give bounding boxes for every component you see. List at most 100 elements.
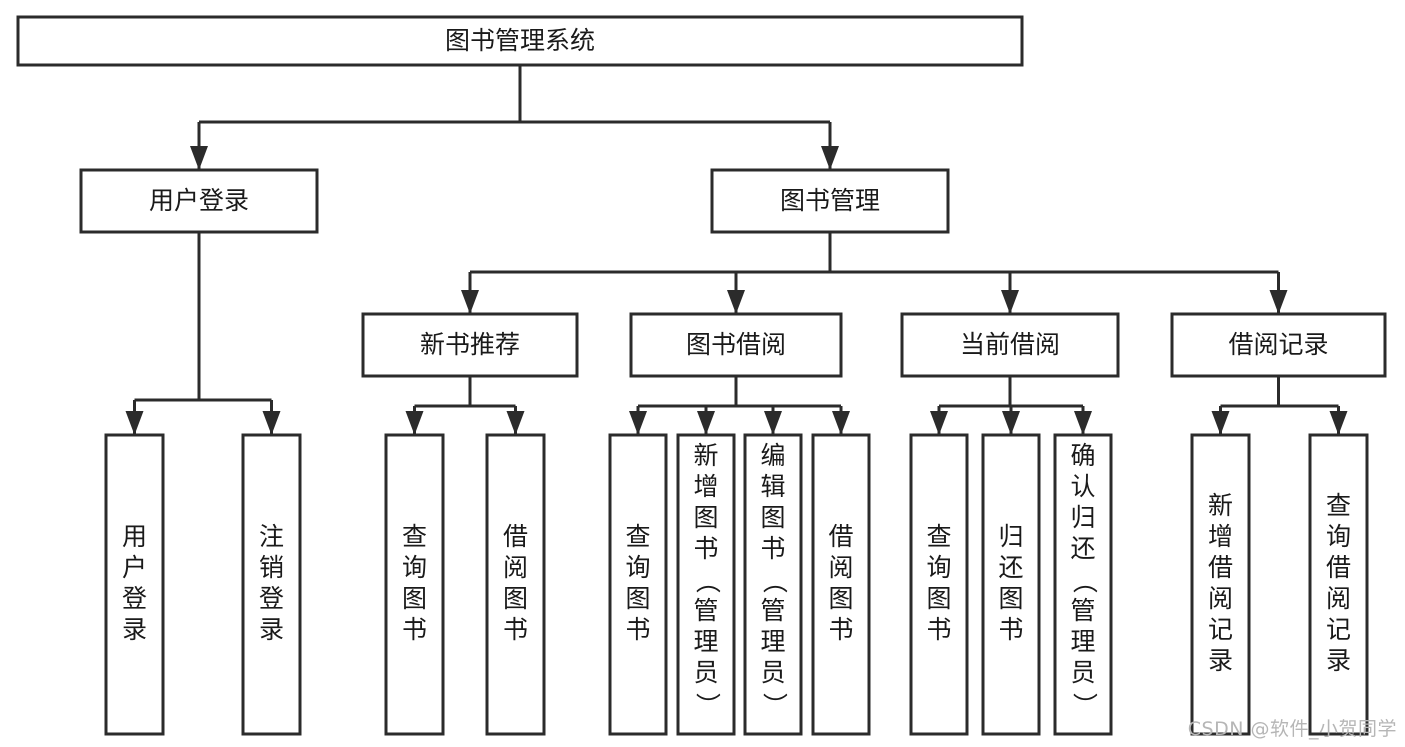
node-label-char: 图 — [693, 503, 718, 532]
node-box — [79, 168, 319, 234]
node-level2-1[interactable]: 图书管理 — [710, 168, 950, 234]
node-label-char: 图 — [926, 584, 951, 613]
node-label-char: 借 — [1326, 553, 1351, 582]
node-label: 图书管理 — [780, 186, 880, 215]
arrow-head-icon — [629, 411, 647, 435]
node-label-char: 图 — [760, 503, 785, 532]
node-level3-1[interactable]: 图书借阅 — [629, 312, 843, 378]
arrow-head-icon — [262, 411, 281, 435]
node-label-vertical: 用户登录 — [122, 522, 147, 644]
node-label-char: 查 — [1326, 491, 1351, 520]
node-box — [361, 312, 579, 378]
node-label-char: 归 — [998, 522, 1023, 551]
node-label-char: ） — [760, 692, 789, 717]
node-label-char: 增 — [693, 472, 718, 501]
node-label-char: 理 — [760, 627, 785, 656]
node-label-char: 书 — [402, 615, 427, 644]
node-box — [485, 433, 546, 736]
node-label-char: 管 — [693, 596, 718, 625]
node-label-char: 录 — [122, 615, 147, 644]
node-label-char: 录 — [1208, 646, 1233, 675]
node-label-char: 阅 — [503, 553, 528, 582]
arrow-head-icon — [1074, 411, 1092, 435]
node-label-char: 书 — [503, 615, 528, 644]
node-label-char: 归 — [1070, 503, 1095, 532]
node-label-char: 查 — [625, 522, 650, 551]
node-label-char: 辑 — [760, 472, 785, 501]
node-label-char: 记 — [1326, 615, 1351, 644]
node-label-char: 管 — [1070, 596, 1095, 625]
node-label-char: 图 — [503, 584, 528, 613]
node-box — [241, 433, 302, 736]
node-level3-2[interactable]: 当前借阅 — [900, 312, 1120, 378]
node-label-char: 录 — [1326, 646, 1351, 675]
node-box — [16, 15, 1024, 67]
node-box — [384, 433, 445, 736]
node-label-char: 书 — [828, 615, 853, 644]
node-leaf-0[interactable]: 用户登录 — [104, 433, 165, 736]
node-box — [900, 312, 1120, 378]
node-label-char: 员 — [693, 658, 718, 687]
node-label-char: 新 — [1208, 491, 1233, 520]
node-root-0[interactable]: 图书管理系统 — [16, 15, 1024, 67]
arrow-head-icon — [1001, 290, 1019, 314]
node-label-char: 图 — [402, 584, 427, 613]
node-label-char: 销 — [259, 553, 284, 582]
node-label-char: （ — [693, 568, 722, 593]
node-box — [104, 433, 165, 736]
node-label-char: （ — [1070, 568, 1099, 593]
node-label-char: 新 — [693, 441, 718, 470]
node-label-char: 借 — [503, 522, 528, 551]
arrow-head-icon — [930, 411, 948, 435]
node-box — [608, 433, 668, 736]
node-label-char: 还 — [998, 553, 1023, 582]
node-box — [629, 312, 843, 378]
node-box — [1053, 433, 1113, 736]
node-label-char: 书 — [625, 615, 650, 644]
node-label-char: 书 — [693, 534, 718, 563]
node-label-char: 书 — [760, 534, 785, 563]
node-label-char: 登 — [122, 584, 147, 613]
arrow-head-icon — [832, 411, 850, 435]
arrow-head-icon — [461, 290, 479, 314]
node-label: 借阅记录 — [1228, 330, 1328, 359]
node-label-char: 注 — [259, 522, 284, 551]
node-label-char: 理 — [693, 627, 718, 656]
arrow-head-icon — [125, 411, 144, 435]
node-label-char: 管 — [760, 596, 785, 625]
node-label-char: 书 — [926, 615, 951, 644]
node-level2-0[interactable]: 用户登录 — [79, 168, 319, 234]
node-label-char: 借 — [1208, 553, 1233, 582]
node-box — [676, 433, 736, 736]
node-label-char: 员 — [1070, 658, 1095, 687]
node-label-char: 编 — [760, 441, 785, 470]
node-label-char: 记 — [1208, 615, 1233, 644]
node-label-char: 户 — [122, 553, 147, 582]
node-level3-0[interactable]: 新书推荐 — [361, 312, 579, 378]
node-level3-3[interactable]: 借阅记录 — [1170, 312, 1387, 378]
node-box — [743, 433, 803, 736]
arrow-head-icon — [506, 411, 525, 435]
node-label-char: 认 — [1070, 472, 1095, 501]
arrow-head-icon — [405, 411, 424, 435]
arrow-head-icon — [697, 411, 715, 435]
